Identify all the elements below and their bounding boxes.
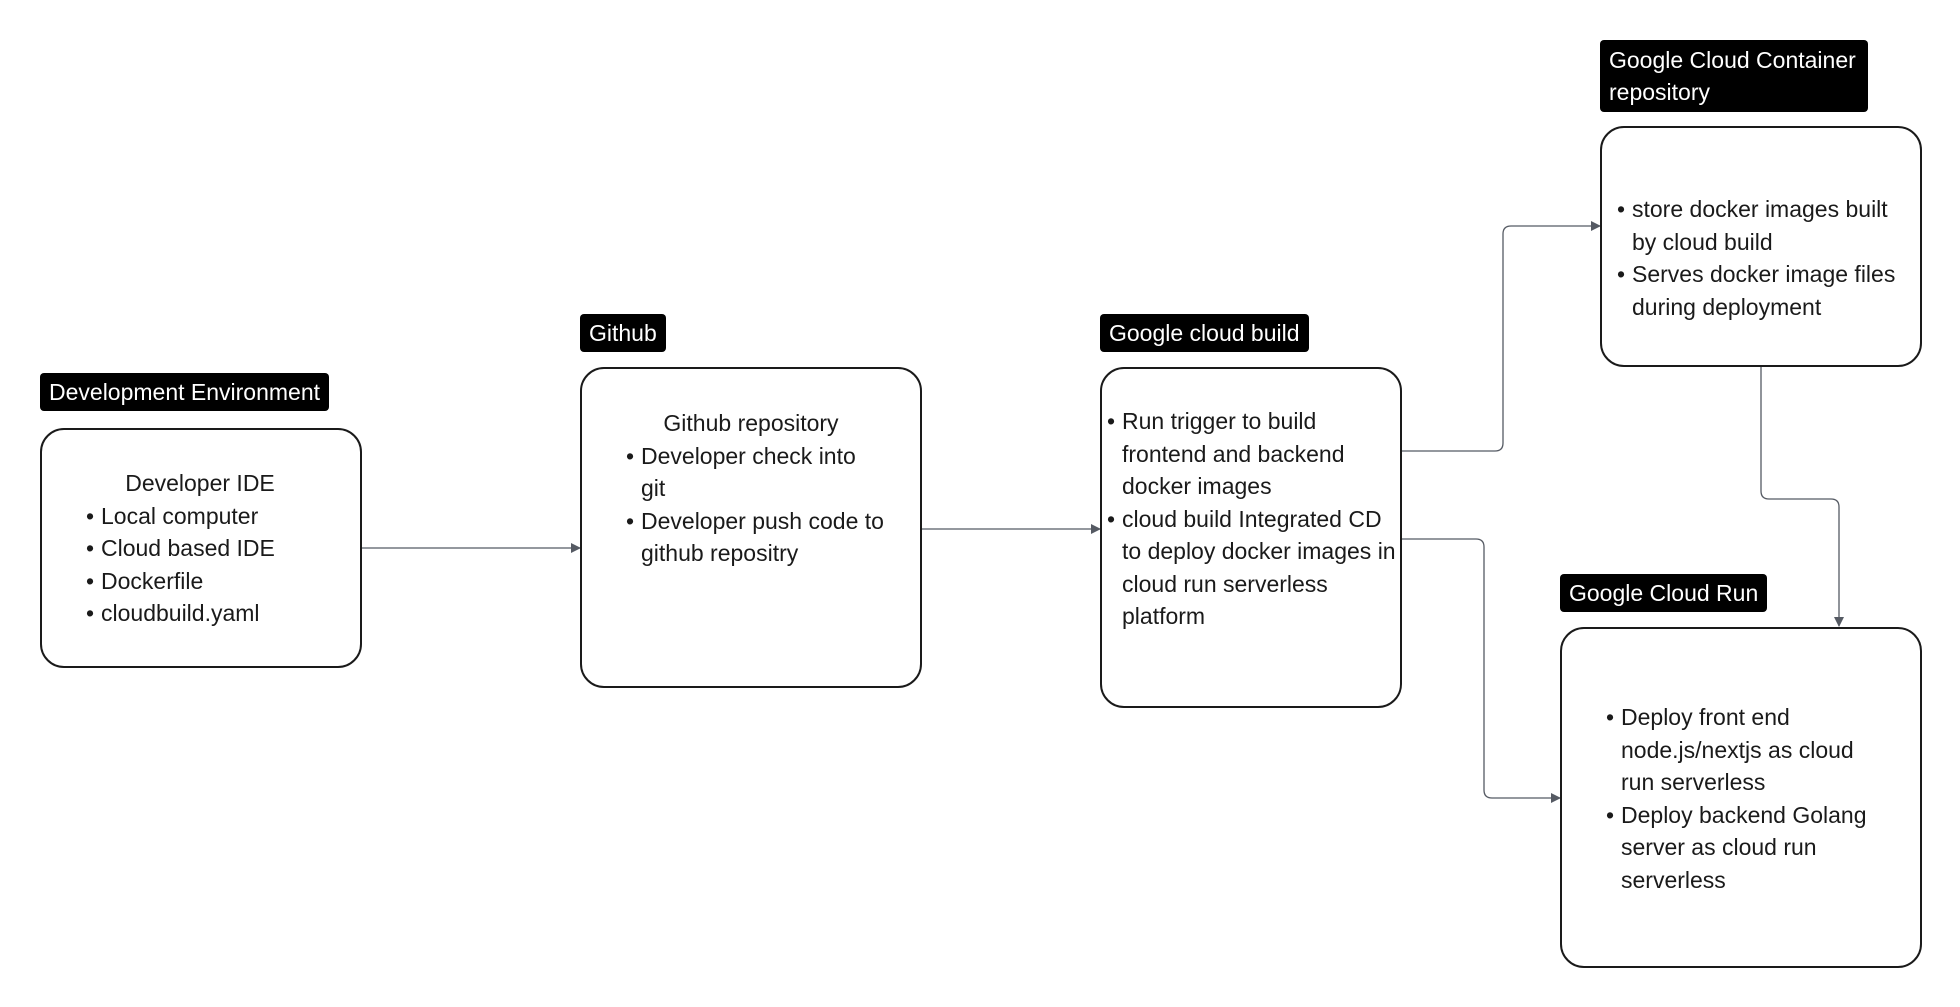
container-repo-tag: Google Cloud Container repository <box>1600 40 1868 112</box>
github-list: Developer check into git Developer push … <box>626 440 886 570</box>
dev-env-heading: Developer IDE <box>125 470 275 496</box>
cloud-build-list: Run trigger to build frontend and backen… <box>1107 405 1397 633</box>
cloud-build-tag: Google cloud build <box>1100 314 1309 352</box>
container-repo-content: store docker images built by cloud build… <box>1617 193 1917 323</box>
cloud-run-item: Deploy backend Golang server as cloud ru… <box>1606 799 1876 897</box>
dev-env-list: Local computer Cloud based IDE Dockerfil… <box>86 500 356 630</box>
cloud-build-item: cloud build Integrated CD to deploy dock… <box>1107 503 1397 633</box>
cloud-build-item: Run trigger to build frontend and backen… <box>1107 405 1397 503</box>
cloud-run-item: Deploy front end node.js/nextjs as cloud… <box>1606 701 1876 799</box>
edge-registry-to-run <box>1760 367 1844 627</box>
cloud-run-tag: Google Cloud Run <box>1560 574 1768 612</box>
edge-build-to-run <box>1402 538 1561 803</box>
dev-env-tag: Development Environment <box>40 373 330 411</box>
container-repo-item: Serves docker image files during deploym… <box>1617 258 1917 323</box>
dev-env-item: Dockerfile <box>86 565 356 598</box>
dev-env-item: cloudbuild.yaml <box>86 597 356 630</box>
github-heading: Github repository <box>663 410 839 436</box>
github-item: Developer push code to github repositry <box>626 505 886 570</box>
dev-env-content: Developer IDE Local computer Cloud based… <box>86 467 356 630</box>
cloud-run-list: Deploy front end node.js/nextjs as cloud… <box>1606 701 1876 896</box>
github-item: Developer check into git <box>626 440 886 505</box>
container-repo-item: store docker images built by cloud build <box>1617 193 1917 258</box>
cloud-run-content: Deploy front end node.js/nextjs as cloud… <box>1606 701 1876 896</box>
container-repo-list: store docker images built by cloud build… <box>1617 193 1917 323</box>
edge-build-to-registry <box>1402 221 1601 452</box>
cloud-build-content: Run trigger to build frontend and backen… <box>1107 405 1397 633</box>
github-tag: Github <box>580 314 666 352</box>
dev-env-item: Cloud based IDE <box>86 532 356 565</box>
dev-env-item: Local computer <box>86 500 356 533</box>
github-content: Github repository Developer check into g… <box>626 407 886 570</box>
